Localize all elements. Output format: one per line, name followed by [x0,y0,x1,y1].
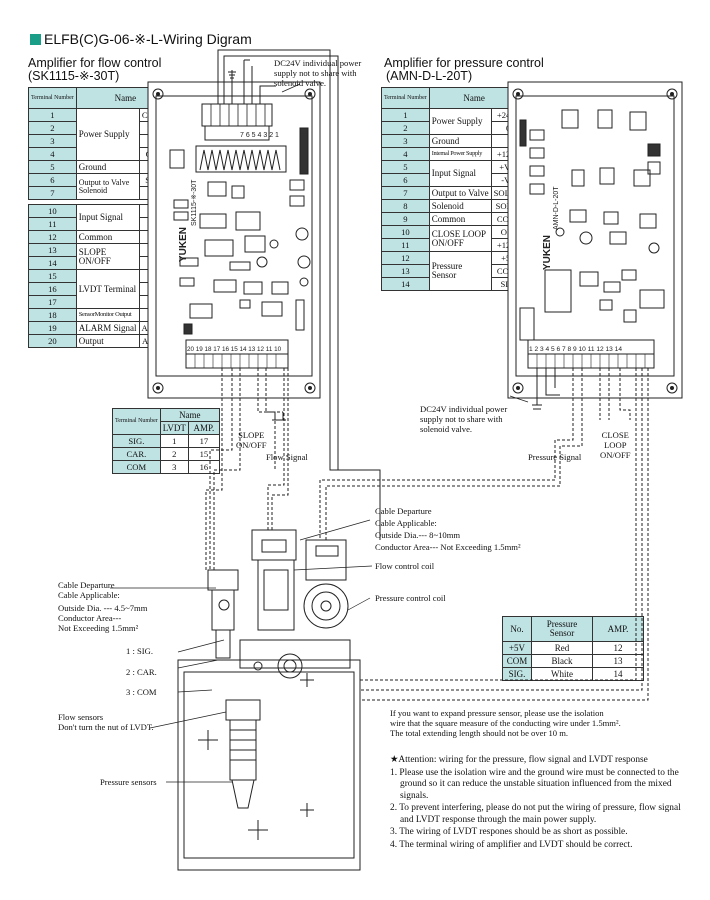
lvdt-com-label: 3 : COM [126,687,157,697]
flow-board-brand: YUKEN [178,227,189,262]
flow-terminal-num: 12 [28,230,77,244]
pressure-heading: Amplifier for pressure control [384,56,544,70]
attention-item: 1. Please use the isolation wire and the… [390,767,679,801]
lvdt-hdr-terminal: Terminal Number [112,408,161,435]
pressure-terminal-num: 14 [381,277,430,291]
flow-power-wires [217,49,381,540]
flow-pin-numbers: 7 6 5 4 3 2 1 [240,132,279,139]
title-block: ELFB(C)G-06-※-L-Wiring Digram [30,30,252,48]
slope-label: SLOPE ON/OFF [236,430,267,450]
flow-group-output: Output to Valve Solenoid [75,173,140,200]
sensor-hdr-no: No. [502,616,532,642]
flow-control-coil [251,529,297,631]
pressure-amplifier-board [507,81,683,399]
pressure-terminal-num: 12 [381,251,430,265]
attention-item: 2. To prevent interfering, please do not… [390,803,681,825]
sensor-hdr-sensor: Pressure Sensor [531,616,593,642]
sensor-row-no: COM [502,654,532,668]
page-title: ELFB(C)G-06-※-L-Wiring Digram [44,30,252,47]
flow-group-output2: Output [75,334,140,348]
attention-heading: ★Attention: wiring for the pressure, flo… [390,755,648,765]
flow-amplifier-board [147,81,321,399]
flow-terminal-num: 3 [28,134,77,148]
lvdt-row-lvdt: 3 [159,460,189,474]
pressure-power-ground [532,368,560,410]
dc24-flow-note: DC24V individual power supply not to sha… [274,58,362,88]
flow-terminal-num: 6 [28,173,77,187]
flow-terminal-num: 2 [28,121,77,135]
pressure-board-brand: YUKEN [542,235,553,270]
pressure-terminal-num: 10 [381,225,430,239]
outside-dia-right: Outside Dia.--- 8~10mm [375,530,461,540]
conductor-left: Conductor Area--- [58,613,122,623]
attention-block: ★Attention: wiring for the pressure, flo… [390,755,690,851]
flow-terminal-num: 20 [28,334,77,348]
pressure-control-coil [303,539,349,629]
flow-terminal-num: 14 [28,256,77,270]
sensor-row-no: +5V [502,641,532,655]
lvdt-hdr-lvdt: LVDT [159,421,189,435]
pressure-group-power: Power Supply [428,108,492,135]
cable-departure-right: Cable Departure [375,506,432,516]
pressure-signal-label: Pressure Signal [528,452,582,462]
pressure-terminal-num: 8 [381,199,430,213]
outside-dia-left: Outside Dia. --- 4.5~7mm [58,603,148,613]
pressure-sensors-label: Pressure sensors [100,777,157,787]
pressure-terminal-numbers: 1 2 3 4 5 6 7 8 9 10 11 12 13 14 [529,346,622,353]
lvdt-hdr-amp: AMP. [187,421,220,435]
cable-departure-left: Cable Departure [58,580,115,590]
exceed-left: Not Exceeding 1.5mm² [58,623,139,633]
flow-terminal-num: 16 [28,282,77,296]
flow-heading: Amplifier for flow control [28,56,162,70]
sensor-hdr-amp: AMP. [592,616,644,642]
flow-sensors-label: Flow sensors Don't turn the nut of LVDT. [58,712,154,732]
lvdt-row-name: CAR. [112,447,161,461]
pressure-terminal-num: 3 [381,134,430,148]
attention-item: 3. The wiring of LVDT respones should be… [390,827,628,837]
dc24-pressure-note: DC24V individual power supply not to sha… [420,404,508,434]
flow-terminal-num: 5 [28,160,77,174]
flow-terminal-num: 4 [28,147,77,161]
flow-model: (SK1115-※-30T) [28,69,120,83]
pressure-model: (AMN-D-L-20T) [386,69,473,83]
lvdt-row-name: COM [112,460,161,474]
flow-terminal-num: 17 [28,295,77,309]
cable-applicable-left: Cable Applicable: [58,590,120,600]
attention-item: 4. The terminal wiring of amplifier and … [390,839,633,850]
conductor-right: Conductor Area--- Not Exceeding 1.5mm² [375,542,521,552]
flow-group-lvdt: LVDT Terminal [75,269,140,309]
flow-terminal-num: 19 [28,321,77,335]
pressure-terminal-num: 1 [381,108,430,122]
close-loop-label: CLOSE LOOP ON/OFF [600,430,631,460]
pressure-hdr-terminal: Terminal Number [381,87,430,109]
flow-signal-wires [205,368,289,570]
flow-group-input: Input Signal [75,204,140,231]
leader-lines [110,83,529,783]
flow-group-slope: SLOPE ON/OFF [75,243,140,270]
lvdt-row-name: SIG. [112,434,161,448]
pressure-sensor [225,699,261,809]
title-square-icon [30,33,41,45]
flow-signal-label: Flow Signal [266,452,308,462]
pressure-coil-label: Pressure control coil [375,593,446,603]
pressure-group-sensor: Pressure Sensor [428,251,492,291]
flow-board-model: SK1115-※-30T [191,179,198,226]
lvdt-sensor [207,569,239,659]
lvdt-car-label: 2 : CAR. [126,667,157,677]
lvdt-sig-label: 1 : SIG. [126,646,153,656]
lvdt-row-amp: 16 [187,460,220,474]
valve-body [177,639,361,871]
pressure-board-model: AMN-D-L-20T [553,186,560,230]
flow-terminal-numbers: 20 19 18 17 16 15 14 13 12 11 10 [187,346,282,353]
cable-applicable-right: Cable Applicable: [375,518,437,528]
slope-switch [272,412,286,421]
flow-coil-label: Flow control coil [375,561,435,571]
expand-sensor-note: If you want to expand pressure sensor, p… [390,708,621,738]
